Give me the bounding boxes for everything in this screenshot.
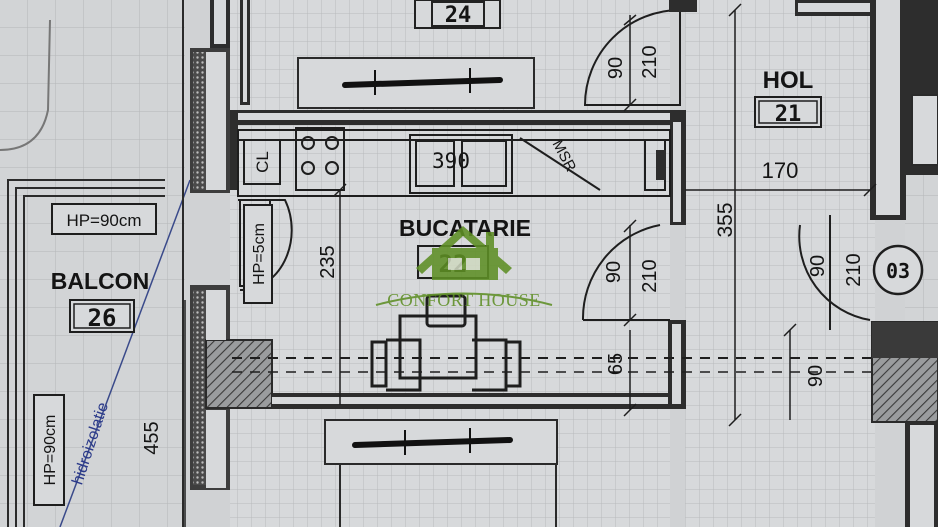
balcony-frame (7, 179, 165, 527)
balcon-room-number: 26 (88, 304, 117, 332)
hol-room-number: 21 (775, 102, 802, 127)
kitchen-counter (237, 127, 671, 197)
dim-90-top: 90 (605, 57, 627, 79)
dim-90-hol-door: 90 (807, 255, 829, 277)
balcon-room-name: BALCON (51, 268, 149, 294)
top-room-number: 24 (445, 3, 472, 28)
cl-label: CL (253, 151, 272, 173)
circle-number: 03 (886, 259, 910, 283)
dim-90-right: 90 (805, 365, 827, 387)
dim-65: 65 (605, 353, 627, 375)
hp-lower-label: HP=90cm (42, 415, 59, 486)
dim-235: 235 (317, 245, 339, 278)
confort-house-logo: CONFORT HOUSE (375, 226, 553, 310)
dim-210-top: 210 (639, 45, 661, 78)
hol-room-name: HOL (763, 67, 814, 94)
dim-210-hol-door: 210 (843, 253, 865, 286)
dim-90-kitchen-door: 90 (603, 261, 625, 283)
dining-table (370, 294, 522, 392)
hp-kitchen-label: HP=5cm (251, 223, 268, 285)
hp-balcon-label: HP=90cm (66, 211, 141, 230)
dim-455: 455 (141, 421, 163, 454)
sink-label: 390 (432, 149, 470, 173)
dim-210-kitchen-door: 210 (639, 259, 661, 292)
dim-170: 170 (762, 158, 799, 183)
watermark-text: CONFORT HOUSE (387, 290, 541, 310)
dim-355: 355 (714, 202, 737, 237)
kitchen-walls (230, 110, 686, 409)
